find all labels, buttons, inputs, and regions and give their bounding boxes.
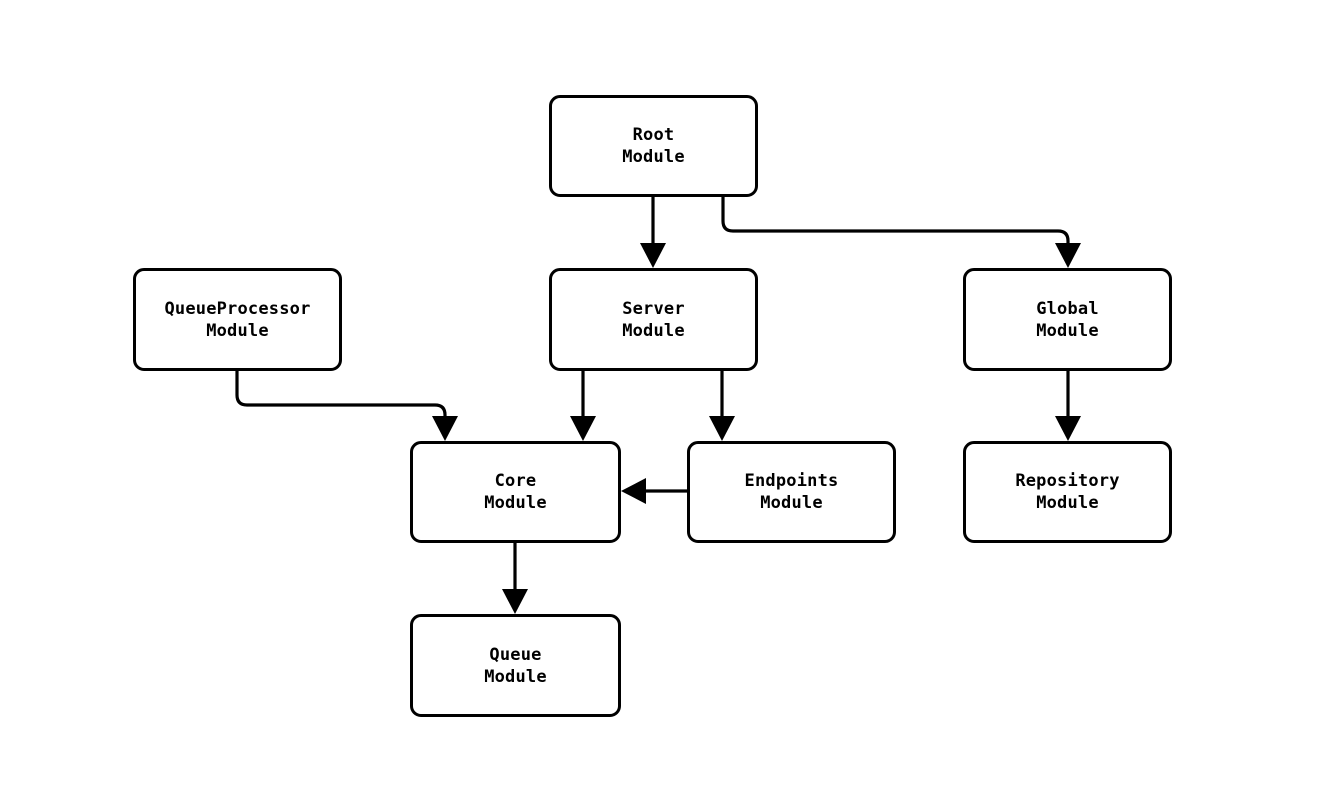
node-server-module-line2: Module: [622, 320, 685, 341]
edge-root-to-global: [721, 197, 1070, 256]
node-endpoints-module-line1: Endpoints: [744, 471, 839, 491]
arrowhead-root-to-global: [1055, 243, 1081, 268]
node-server-module-line1: Server: [622, 298, 685, 319]
arrowhead-server-to-core: [570, 416, 596, 441]
node-global-module-line1: Global: [1036, 298, 1099, 319]
arrowhead-root-to-server: [640, 243, 666, 268]
node-repository-module-line1: Repository: [1015, 471, 1120, 491]
arrowhead-endpoints-to-core: [621, 478, 646, 504]
node-core-module[interactable]: Core Module: [410, 441, 621, 543]
node-global-module-line2: Module: [1036, 320, 1099, 341]
node-root-module[interactable]: Root Module: [549, 95, 758, 197]
edge-queueprocessor-to-core: [235, 371, 447, 429]
node-repository-module-line2: Module: [1036, 493, 1099, 513]
arrowhead-core-to-queue: [502, 589, 528, 614]
node-endpoints-module-line2: Module: [760, 493, 823, 513]
node-endpoints-module[interactable]: Endpoints Module: [687, 441, 896, 543]
node-server-module[interactable]: Server Module: [549, 268, 758, 371]
node-queueprocessor-module[interactable]: QueueProcessor Module: [133, 268, 342, 371]
arrowhead-queueprocessor-to-core: [432, 416, 458, 441]
node-global-module[interactable]: Global Module: [963, 268, 1172, 371]
node-root-module-line1: Root: [632, 125, 675, 145]
arrowhead-global-to-repository: [1055, 416, 1081, 441]
node-queueprocessor-module-line1: QueueProcessor: [164, 298, 311, 319]
node-queue-module-line1: Queue: [489, 644, 542, 665]
node-core-module-line2: Module: [484, 493, 547, 513]
node-queue-module-line2: Module: [484, 666, 547, 687]
node-queue-module[interactable]: Queue Module: [410, 614, 621, 717]
node-queueprocessor-module-line2: Module: [206, 320, 269, 341]
node-repository-module[interactable]: Repository Module: [963, 441, 1172, 543]
node-root-module-line2: Module: [622, 147, 685, 167]
node-core-module-line1: Core: [494, 471, 537, 491]
arrowhead-server-to-endpoints: [709, 416, 735, 441]
